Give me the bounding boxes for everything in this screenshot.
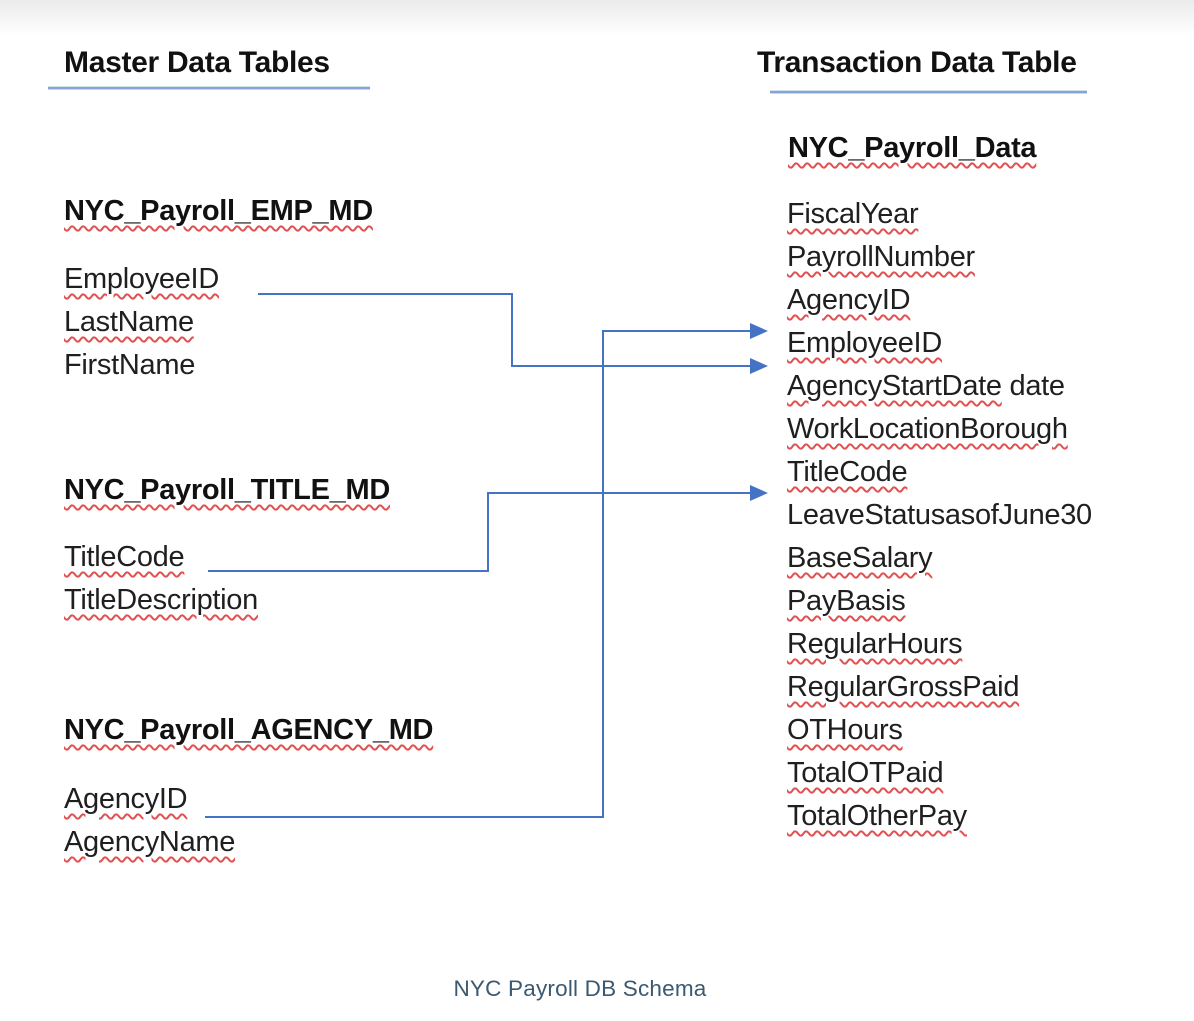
relationship-line [258, 293, 768, 374]
master-column-heading: Master Data Tables [64, 46, 330, 79]
field-label: PayrollNumber [787, 241, 975, 273]
field-row: LeaveStatusasofJune30 [787, 494, 1092, 537]
field-label: AgencyName [64, 826, 236, 858]
field-row: OTHours [787, 709, 1092, 752]
field-row: FiscalYear [787, 193, 1092, 236]
field-label: AgencyID [787, 284, 911, 316]
field-row: EmployeeID [787, 322, 1092, 365]
field-label: TotalOTPaid [787, 757, 944, 789]
field-row: RegularGrossPaid [787, 666, 1092, 709]
field-row: EmployeeID [64, 258, 219, 301]
field-row: RegularHours [787, 623, 1092, 666]
table-name: NYC_Payroll_EMP_MD [64, 195, 373, 227]
field-row: TitleDescription [64, 579, 258, 622]
field-label: RegularHours [787, 628, 963, 660]
field-row: FirstName [64, 344, 219, 387]
field-label: RegularGrossPaid [787, 671, 1020, 703]
field-row: LastName [64, 301, 219, 344]
field-row: WorkLocationBorough [787, 408, 1092, 451]
field-label: FiscalYear [787, 198, 919, 230]
master-heading-underline [48, 87, 370, 89]
field-label: WorkLocationBorough [787, 413, 1068, 445]
field-row: AgencyName [64, 821, 235, 864]
field-row: BaseSalary [787, 537, 1092, 580]
field-label: FirstName [64, 349, 196, 381]
field-label: TitleCode [64, 541, 185, 573]
field-label: PayBasis [787, 585, 906, 617]
field-row: AgencyID [787, 279, 1092, 322]
field-label: LastName [64, 306, 194, 338]
field-row: TotalOTPaid [787, 752, 1092, 795]
field-label: TitleCode [787, 456, 908, 488]
field-row: TotalOtherPay [787, 795, 1092, 838]
field-label: AgencyStartDate [787, 370, 1002, 402]
field-label: TotalOtherPay [787, 800, 967, 832]
field-label: EmployeeID [787, 327, 942, 359]
field-label: OTHours [787, 714, 903, 746]
table-fields: AgencyID AgencyName [64, 778, 235, 864]
field-row: PayrollNumber [787, 236, 1092, 279]
field-row: AgencyID [64, 778, 235, 821]
transaction-column-heading: Transaction Data Table [757, 46, 1077, 79]
field-row: AgencyStartDate date [787, 365, 1092, 408]
field-row: TitleCode [787, 451, 1092, 494]
field-type-suffix: date [1001, 370, 1065, 402]
table-name: NYC_Payroll_Data [788, 132, 1037, 164]
transaction-heading-underline [770, 91, 1087, 93]
field-label: AgencyID [64, 783, 188, 815]
field-row: PayBasis [787, 580, 1092, 623]
table-name: NYC_Payroll_TITLE_MD [64, 474, 390, 506]
field-label: BaseSalary [787, 542, 933, 574]
field-label: LeaveStatusasofJune30 [787, 499, 1092, 531]
field-label: TitleDescription [64, 584, 258, 616]
field-label: EmployeeID [64, 263, 219, 295]
field-row: TitleCode [64, 536, 258, 579]
diagram-caption: NYC Payroll DB Schema [453, 976, 707, 1001]
table-name: NYC_Payroll_AGENCY_MD [64, 714, 434, 746]
table-nyc-payroll-agency-md: NYC_Payroll_AGENCY_MD AgencyID AgencyName [64, 714, 434, 858]
top-gradient [0, 0, 1194, 36]
